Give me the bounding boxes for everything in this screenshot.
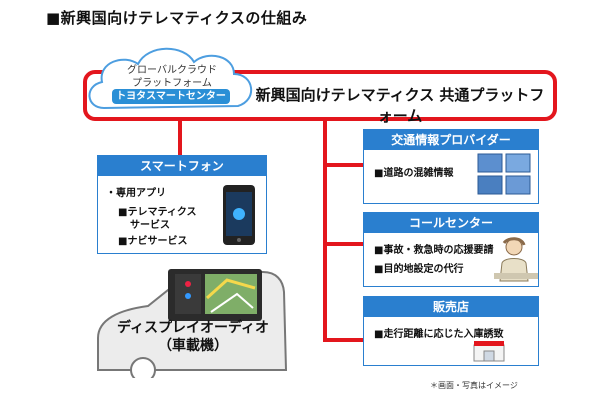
dealer-header: 販売店 <box>364 297 538 317</box>
footnote: ＊画面・写真はイメージ <box>430 381 518 390</box>
dealer-box: 販売店 ■走行距離に応じた入庫誘致 <box>363 296 539 366</box>
operator-icon <box>494 237 538 282</box>
call-center-box: コールセンター ■事故・救急時の応援要請 ■目的地設定の代行 <box>363 212 539 287</box>
display-audio-icon <box>168 269 262 321</box>
cloud-line2: プラットフォーム <box>132 78 212 89</box>
smartphone-item2: ■ナビサービス <box>118 236 188 247</box>
cloud-badge: トヨタスマートセンター <box>112 89 230 104</box>
cloud-line1: グローバルクラウド <box>127 65 217 76</box>
smartphone-header: スマートフォン <box>98 156 266 176</box>
car-label-line1: ディスプレイオーディオ <box>116 320 270 336</box>
call-center-item1: ■事故・救急時の応援要請 <box>374 245 494 256</box>
dealer-item: ■走行距離に応じた入庫誘致 <box>374 329 504 340</box>
platform-label: 新興国向けテレマティクス 共通プラットフォーム <box>255 86 545 125</box>
traffic-monitor-icon <box>477 153 531 195</box>
smartphone-item1a: ■テレマティクス <box>118 207 197 218</box>
smartphone-box: スマートフォン ・専用アプリ ■テレマティクス サービス ■ナビサービス <box>97 155 267 254</box>
dealer-building-icon <box>473 341 505 362</box>
smartphone-icon <box>223 185 255 245</box>
call-center-header: コールセンター <box>364 213 538 233</box>
page-title: ■新興国向けテレマティクスの仕組み <box>46 9 308 27</box>
smartphone-app: ・専用アプリ <box>106 188 166 199</box>
call-center-item2: ■目的地設定の代行 <box>374 264 464 275</box>
traffic-header: 交通情報プロバイダー <box>364 130 538 150</box>
traffic-box: 交通情報プロバイダー ■道路の混雑情報 <box>363 129 539 204</box>
smartphone-item1b: サービス <box>130 220 170 231</box>
traffic-item: ■道路の混雑情報 <box>374 168 454 179</box>
car-label-line2: （車載機） <box>158 338 228 354</box>
